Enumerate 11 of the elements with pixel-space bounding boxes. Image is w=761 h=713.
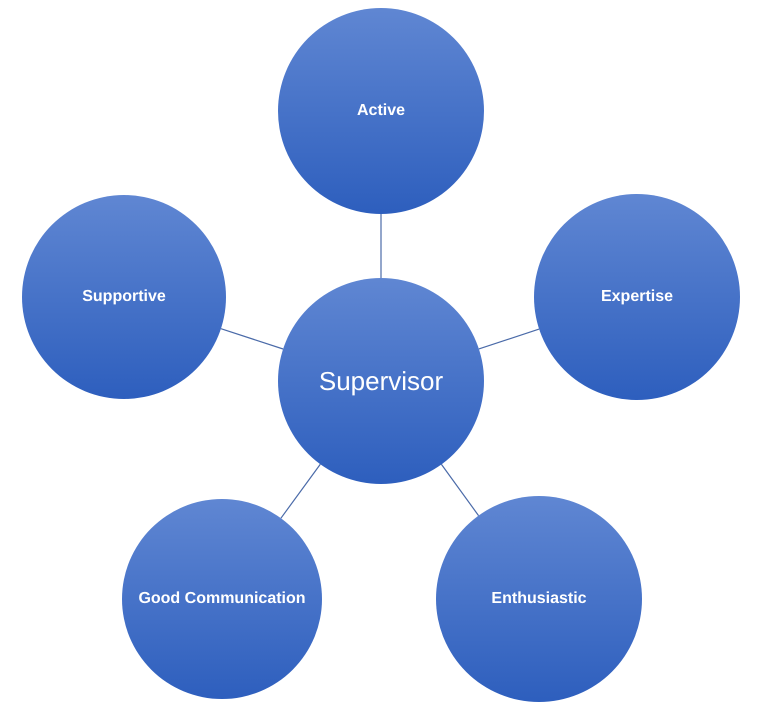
connector-line	[478, 328, 540, 350]
node-label: Active	[356, 101, 406, 121]
connector-line	[220, 328, 284, 350]
node-label: Enthusiastic	[491, 589, 587, 609]
connector-line	[280, 464, 321, 519]
node-label: Good Communication	[138, 589, 306, 609]
node-label: Supportive	[82, 287, 166, 307]
connector-line	[440, 464, 480, 516]
node-label: Expertise	[600, 287, 674, 307]
node-label: Supervisor	[318, 364, 444, 398]
connector-line	[380, 214, 382, 278]
